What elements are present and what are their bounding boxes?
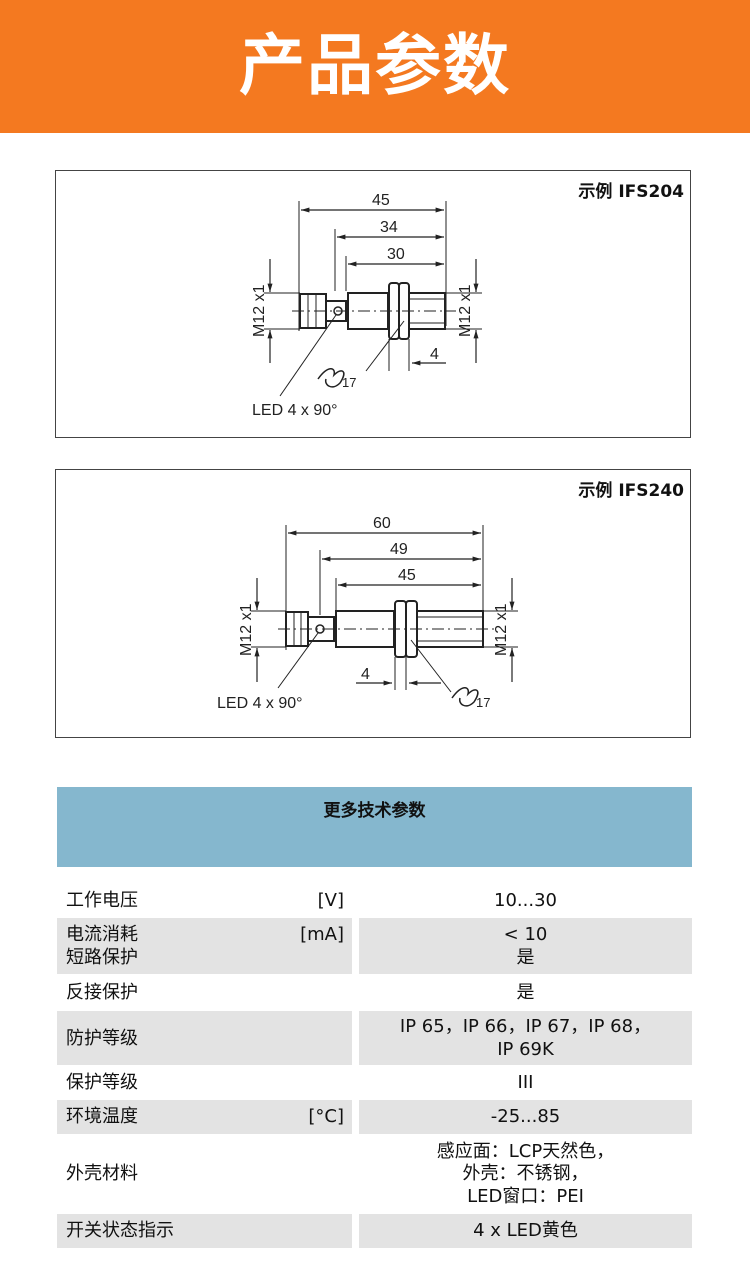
spec-row: 反接保护 是 xyxy=(57,976,692,1008)
spec-value: 4 x LED黄色 xyxy=(473,1220,578,1241)
spec-value: IP 69K xyxy=(497,1039,554,1060)
dimension-drawing-ifs204: 示例 IFS204 45 34 30 xyxy=(55,170,691,438)
dim-label: 49 xyxy=(390,541,408,558)
spec-table-title: 更多技术参数 xyxy=(323,801,426,821)
wrench-size-label: 17 xyxy=(342,375,356,390)
spec-row: 外壳材料 感应面：LCP天然色， 外壳：不锈钢， LED窗口：PEI xyxy=(57,1137,692,1211)
spec-label: 开关状态指示 xyxy=(66,1220,174,1241)
led-label: LED 4 x 90° xyxy=(252,402,338,419)
sensor-drawing: 45 34 30 M12 x1 M12 x1 4 17 xyxy=(251,192,482,419)
spec-unit: [°C] xyxy=(308,1106,344,1127)
spec-label: 防护等级 xyxy=(66,1028,138,1049)
spec-value: -25...85 xyxy=(490,1106,561,1127)
diagram-caption: 示例 IFS240 xyxy=(578,481,684,501)
spec-label: 外壳材料 xyxy=(66,1163,138,1184)
dim-label: 45 xyxy=(372,192,390,209)
page-title: 产品参数 xyxy=(239,27,511,104)
spec-label: 保护等级 xyxy=(66,1072,138,1093)
sensor-drawing: 60 49 45 M12 x1 M12 x1 4 17 LED 4 x 9 xyxy=(217,515,518,712)
spec-row: 保护等级 III xyxy=(57,1067,692,1098)
spec-label: 短路保护 xyxy=(66,947,138,968)
led-label: LED 4 x 90° xyxy=(217,695,303,712)
spec-row: 工作电压 [V] 10...30 xyxy=(57,885,692,915)
spec-value: 是 xyxy=(516,947,535,968)
spec-value: 是 xyxy=(516,982,535,1003)
thread-label: M12 x1 xyxy=(493,603,510,656)
thread-label: M12 x1 xyxy=(457,284,474,337)
thread-label: M12 x1 xyxy=(238,603,255,656)
dim-label: 34 xyxy=(380,219,398,236)
spec-label: 环境温度 xyxy=(66,1106,138,1127)
spec-row: 防护等级 IP 65，IP 66，IP 67，IP 68， IP 69K xyxy=(57,1011,692,1065)
dim-label: 4 xyxy=(430,346,439,363)
spec-row: 电流消耗 短路保护 [mA] < 10 是 xyxy=(57,918,692,974)
spec-label: 工作电压 xyxy=(66,890,138,911)
spec-value: LED窗口：PEI xyxy=(467,1186,584,1207)
thread-label: M12 x1 xyxy=(251,284,268,337)
spec-value: < 10 xyxy=(503,924,548,945)
spec-value: 10...30 xyxy=(494,890,557,911)
header-banner: 产品参数 xyxy=(0,0,750,133)
spec-value: III xyxy=(517,1072,534,1093)
spec-value: 感应面：LCP天然色， xyxy=(436,1141,615,1162)
spec-unit: [V] xyxy=(317,890,344,911)
dimension-drawing-ifs240: 示例 IFS240 60 49 45 xyxy=(55,469,691,738)
spec-value: IP 65，IP 66，IP 67，IP 68， xyxy=(399,1016,652,1037)
spec-table-header: 更多技术参数 xyxy=(57,787,692,867)
spec-value: 外壳：不锈钢， xyxy=(462,1163,589,1184)
diagram-caption: 示例 IFS204 xyxy=(578,182,684,202)
spec-label: 反接保护 xyxy=(66,982,138,1003)
dim-label: 60 xyxy=(373,515,391,532)
dim-label: 4 xyxy=(361,666,370,683)
spec-label: 电流消耗 xyxy=(66,924,138,945)
spec-row: 开关状态指示 4 x LED黄色 xyxy=(57,1214,692,1248)
dim-label: 45 xyxy=(398,567,416,584)
spec-row: 环境温度 [°C] -25...85 xyxy=(57,1100,692,1134)
spec-unit: [mA] xyxy=(300,924,344,945)
dim-label: 30 xyxy=(387,246,405,263)
wrench-size-label: 17 xyxy=(476,695,490,710)
